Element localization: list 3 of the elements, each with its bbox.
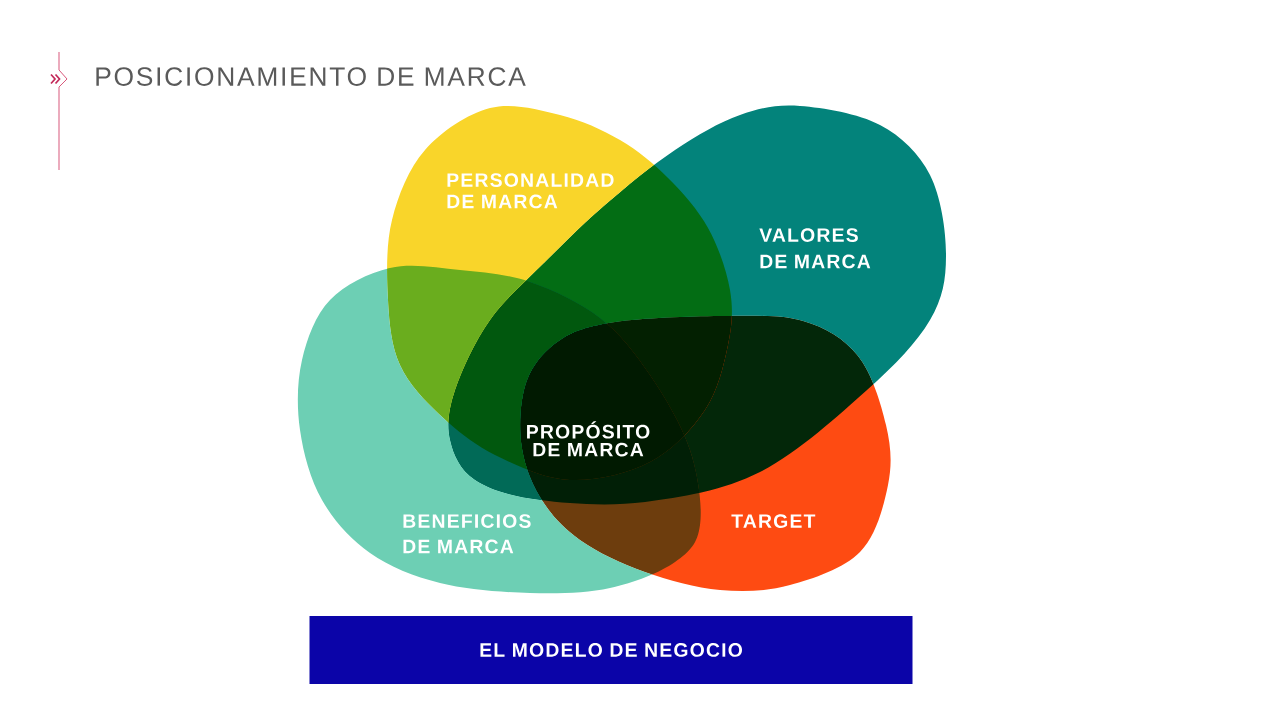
base-bar: EL MODELO DE NEGOCIO (309, 616, 913, 684)
overlap-label: PROPÓSITO DE MARCA (527, 421, 650, 457)
slide-title: POSICIONAMIENTO DE MARCA (96, 67, 526, 86)
